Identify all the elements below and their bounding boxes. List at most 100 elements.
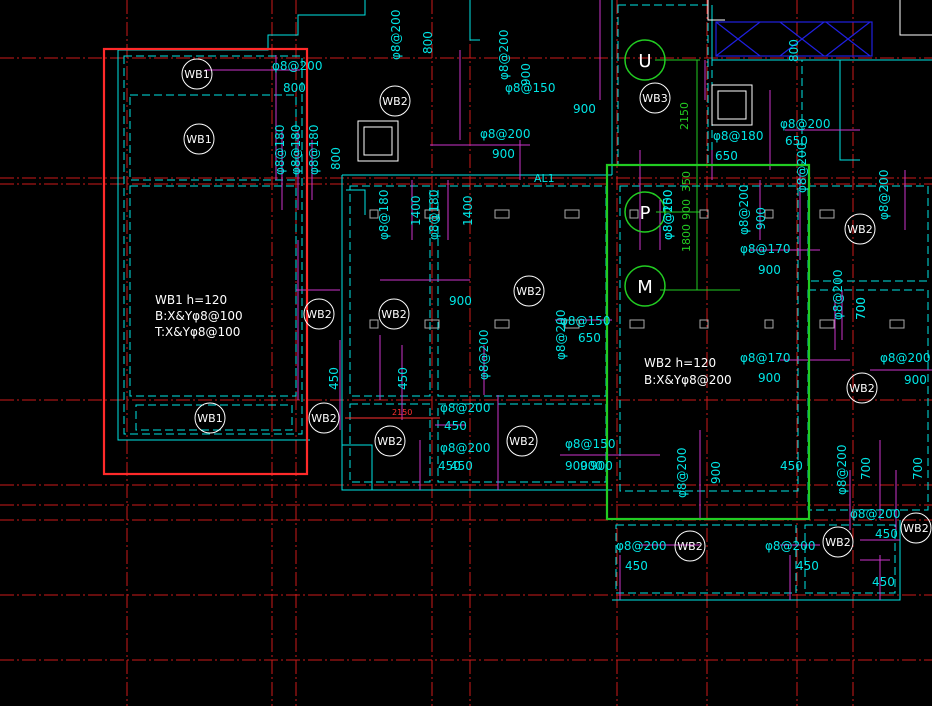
rebar-label: φ8@200 — [877, 170, 891, 220]
blue-hatch-area — [715, 21, 873, 57]
dimension-label: 450 — [444, 419, 467, 433]
slab-tag-circle — [379, 85, 411, 117]
slab-tag-label: WB2 — [849, 382, 874, 395]
slab-tag-label: WB2 — [509, 435, 534, 448]
slab-tag-label: WB2 — [382, 95, 407, 108]
slab-tag-circle — [822, 526, 854, 558]
al1-label: AL1 — [534, 172, 555, 185]
slab-tag-label: WB2 — [306, 308, 331, 321]
dimension-label: 900 — [758, 263, 781, 277]
wb2-highlight-box[interactable] — [605, 163, 811, 521]
slab-tag-wb2[interactable]: WB2 — [674, 530, 706, 562]
slab-tag-wb2[interactable]: WB2 — [844, 213, 876, 245]
column-marks — [369, 209, 905, 329]
dimension-label: 900 — [519, 63, 533, 86]
dimension-label: 900 — [565, 459, 588, 473]
rebar-label: φ8@200 — [850, 507, 900, 521]
slab-tag-circle — [378, 298, 410, 330]
dimension-label: 900 — [580, 459, 603, 473]
slab-tag-wb2[interactable]: WB2 — [900, 512, 932, 544]
dim-900-green: 900 — [680, 199, 693, 220]
dimension-label: 900 — [590, 459, 613, 473]
openings — [357, 0, 932, 162]
slab-tag-circle — [639, 82, 671, 114]
dimension-label: 450 — [396, 367, 410, 390]
dim-350: 350 — [680, 171, 693, 192]
rebar-label: φ8@200 — [795, 143, 809, 193]
rebar-label: φ8@200 — [737, 185, 751, 235]
dimension-label: 450 — [450, 459, 473, 473]
slab-tag-wb2[interactable]: WB2 — [846, 372, 878, 404]
slab-tag-circle — [303, 298, 335, 330]
slab-tag-label: WB2 — [825, 536, 850, 549]
rebar-label: φ8@180 — [273, 125, 287, 175]
dimension-label: 450 — [438, 459, 461, 473]
rebar-label: φ8@180 — [427, 190, 441, 240]
dimension-label: 900 — [709, 461, 723, 484]
rebar-label: φ8@150 — [565, 437, 615, 451]
dimension-label: 900 — [573, 102, 596, 116]
rebar-label: φ8@200 — [497, 30, 511, 80]
slab-tag-wb1[interactable]: WB1 — [183, 123, 215, 155]
grid-bubble-label: P — [640, 203, 651, 224]
rebar-label: φ8@200 — [835, 445, 849, 495]
dim-2150-green: 2150 — [678, 102, 691, 130]
dimension-label: 900 — [754, 207, 768, 230]
slab-tag-wb2[interactable]: WB2 — [379, 85, 411, 117]
slab-tag-label: WB2 — [903, 522, 928, 535]
slab-tag-label: WB2 — [516, 285, 541, 298]
dimension-label: 1400 — [461, 195, 475, 226]
slab-tag-wb2[interactable]: WB2 — [378, 298, 410, 330]
slab-tag-circle — [194, 402, 226, 434]
dimension-label: 450 — [872, 575, 895, 589]
rebar-label: φ8@200 — [440, 441, 490, 455]
dimension-label: 900 — [904, 373, 927, 387]
slab-tag-wb3[interactable]: WB3 — [639, 82, 671, 114]
wb1-highlight-box[interactable] — [102, 47, 309, 476]
wb2-note-line: WB2 h=120 — [644, 356, 716, 370]
slab-tag-wb2[interactable]: WB2 — [506, 425, 538, 457]
slab-tag-label: WB2 — [847, 223, 872, 236]
dimension-label: 800 — [283, 81, 306, 95]
slab-tag-label: WB3 — [642, 92, 667, 105]
rebar-label: φ8@200 — [780, 117, 830, 131]
slab-tag-wb2[interactable]: WB2 — [303, 298, 335, 330]
rebar-label: φ8@170 — [740, 351, 790, 365]
slab-tag-wb1[interactable]: WB1 — [194, 402, 226, 434]
slab-tag-label: WB2 — [377, 435, 402, 448]
rebar-label: φ8@200 — [765, 539, 815, 553]
wb1-note-line: T:X&Yφ8@100 — [154, 325, 240, 339]
slab-tag-label: WB2 — [677, 540, 702, 553]
slab-tag-wb2[interactable]: WB2 — [822, 526, 854, 558]
slab-tag-wb2[interactable]: WB2 — [513, 275, 545, 307]
rebar-label: φ8@150 — [505, 81, 555, 95]
rebar-lines — [205, 0, 932, 600]
dim-2150-red: 2150 — [392, 408, 412, 417]
dimension-label: 700 — [911, 457, 925, 480]
grid-bubble-m[interactable]: M — [624, 265, 666, 307]
dimension-label: 900 — [758, 371, 781, 385]
slab-tag-wb2[interactable]: WB2 — [374, 425, 406, 457]
grid-bubble-u[interactable]: U — [624, 39, 666, 81]
slab-tag-circle — [674, 530, 706, 562]
wb1-note: WB1 h=120 B:X&Yφ8@100 T:X&Yφ8@100 — [154, 293, 243, 339]
rebar-label: φ8@200 — [616, 539, 666, 553]
rebar-label: φ8@180 — [377, 190, 391, 240]
slab-tag-wb2[interactable]: WB2 — [308, 402, 340, 434]
dimension-label: 650 — [785, 134, 808, 148]
dim-1800: 1800 — [680, 224, 693, 252]
slab-tag-circle — [183, 123, 215, 155]
rebar-label: φ8@200 — [272, 59, 322, 73]
dimension-label: 450 — [796, 559, 819, 573]
slab-tag-wb1[interactable]: WB1 — [181, 58, 213, 90]
grid-bubble-p[interactable]: P — [624, 191, 666, 233]
rebar-label: φ8@200 — [480, 127, 530, 141]
dimension-label: 650 — [578, 331, 601, 345]
dimension-label: 1400 — [409, 195, 423, 226]
slab-tag-circle — [506, 425, 538, 457]
grid-bubbles: U P M — [624, 39, 666, 307]
